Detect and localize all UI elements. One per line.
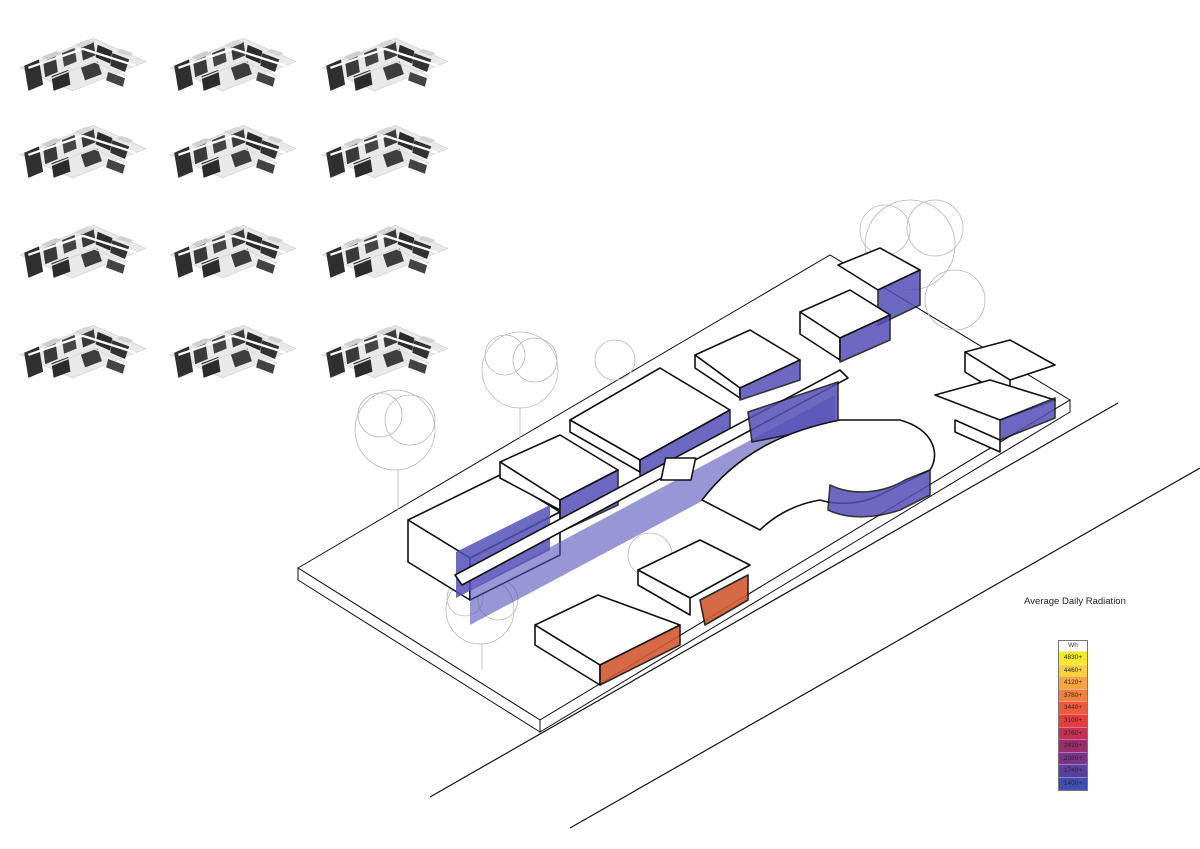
legend-unit: Wh: [1068, 642, 1078, 649]
building-east: [934, 339, 1056, 453]
legend-color-scale: Wh 4830+4460+4120+3780+3440+3100+2760+24…: [1058, 640, 1088, 791]
legend-step: 4460+: [1059, 663, 1087, 677]
legend-step: 4120+: [1059, 676, 1087, 689]
legend-step: 3780+: [1059, 688, 1087, 702]
legend-step: 1740+: [1059, 764, 1087, 777]
legend-step: 3440+: [1059, 701, 1087, 714]
legend-title: Average Daily Radiation: [1024, 596, 1126, 607]
building-south-2: [534, 594, 681, 686]
legend-step: 4830+: [1059, 651, 1087, 664]
legend-step: 2080+: [1059, 751, 1087, 765]
building-south-1: [637, 539, 751, 626]
street-edge-far: [569, 467, 1200, 829]
building-curved: [660, 419, 936, 531]
legend-step: 1400+: [1059, 776, 1087, 790]
legend-step: 3100+: [1059, 713, 1087, 727]
legend-step: 2760+: [1059, 726, 1087, 740]
building-west-3: [569, 367, 731, 489]
building-north-east: [799, 247, 921, 363]
legend-step: 2420+: [1059, 739, 1087, 752]
building-west-4: [694, 329, 801, 401]
street-edge-near: [429, 402, 1119, 798]
